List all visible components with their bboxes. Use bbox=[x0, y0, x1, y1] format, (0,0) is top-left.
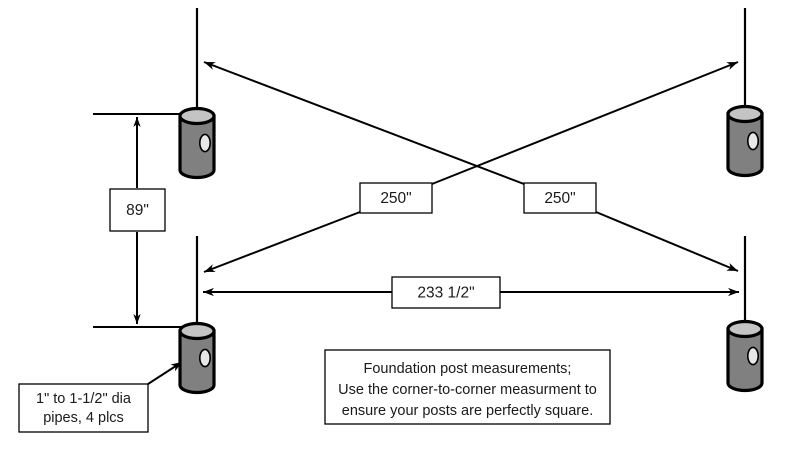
post-top-left-highlight bbox=[199, 133, 212, 153]
note-line-2: Use the corner-to-corner measurment to bbox=[338, 382, 597, 398]
label-box-vertical-89in: 89" bbox=[109, 188, 166, 232]
post-bottom-left-cap bbox=[178, 321, 216, 341]
post-top-left-body bbox=[178, 114, 216, 180]
label-box-diagonal-right: 250" bbox=[523, 182, 597, 214]
post-top-right bbox=[726, 104, 764, 178]
post-bottom-right-cap bbox=[726, 319, 764, 339]
callout-box-pipes-rect bbox=[18, 383, 149, 433]
diagonal-right-lower-segment bbox=[595, 211, 739, 272]
diagonal-dimension-right bbox=[203, 61, 739, 272]
diagonal-left-lower-segment bbox=[203, 211, 361, 273]
post-top-left-cap bbox=[178, 106, 216, 126]
post-bottom-left bbox=[178, 321, 216, 395]
note-line-1: Foundation post measurements; bbox=[364, 361, 572, 377]
label-horizontal-233-and-a-half-in: 233 1/2" bbox=[417, 285, 474, 302]
label-box-horizontal: 233 1/2" bbox=[391, 276, 501, 309]
label-diagonal-left-250in: 250" bbox=[380, 190, 411, 207]
post-top-left bbox=[178, 106, 216, 180]
label-box-horizontal-rect bbox=[391, 276, 501, 309]
post-bottom-right-highlight bbox=[746, 346, 759, 366]
callout-box-pipes: 1" to 1-1/2" dia pipes, 4 plcs bbox=[18, 383, 149, 433]
post-top-right-highlight bbox=[746, 131, 759, 151]
label-box-diagonal-left-rect bbox=[359, 182, 433, 214]
post-bottom-left-body bbox=[178, 329, 216, 395]
diagonal-left-upper-segment bbox=[431, 61, 739, 185]
post-top-right-body bbox=[726, 112, 764, 178]
callout-pipes-line-1: 1" to 1-1/2" dia bbox=[36, 391, 132, 407]
note-line-3: ensure your posts are perfectly square. bbox=[342, 403, 593, 419]
label-box-diagonal-left: 250" bbox=[359, 182, 433, 214]
label-box-vertical-89in-rect bbox=[109, 188, 166, 232]
callout-pipes-line-2: pipes, 4 plcs bbox=[43, 410, 124, 426]
post-bottom-right-body bbox=[726, 327, 764, 393]
diagonal-right-upper-segment bbox=[203, 61, 525, 185]
note-box-foundation-rect bbox=[324, 349, 611, 425]
post-bottom-right bbox=[726, 319, 764, 393]
post-top-right-cap bbox=[726, 104, 764, 124]
note-box-foundation: Foundation post measurements; Use the co… bbox=[324, 349, 611, 425]
label-diagonal-right-250in: 250" bbox=[544, 190, 575, 207]
diagonal-dimension-left bbox=[203, 61, 739, 273]
callout-leader-line bbox=[147, 361, 183, 385]
label-box-diagonal-right-rect bbox=[523, 182, 597, 214]
label-vertical-89in: 89" bbox=[126, 202, 149, 219]
post-bottom-left-highlight bbox=[199, 348, 212, 368]
